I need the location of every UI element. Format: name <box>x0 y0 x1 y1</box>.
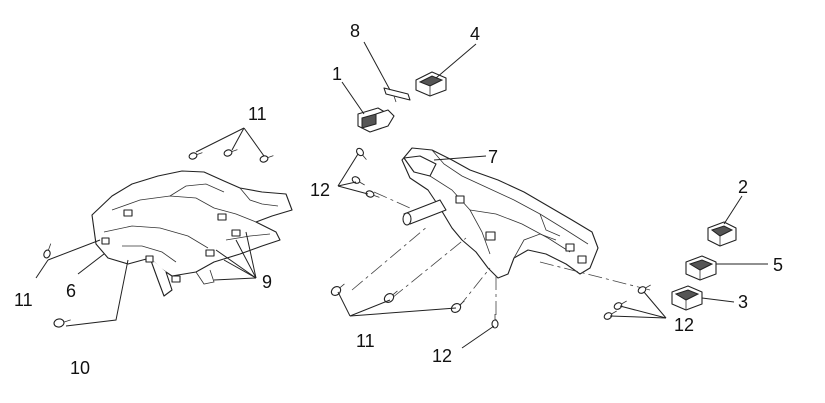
screw-11-bottom-group <box>330 283 465 313</box>
rear-handlebar-cover-part-7 <box>401 147 599 279</box>
callout-1: 1 <box>332 64 342 84</box>
screw-12-left-group <box>351 147 380 198</box>
handlebar-tube <box>402 199 447 226</box>
callout-10: 10 <box>70 358 90 378</box>
switch-part-2 <box>707 221 737 247</box>
switch-part-5 <box>685 255 717 281</box>
callout-12-right: 12 <box>674 315 694 335</box>
screw-12-bottom <box>491 314 499 329</box>
callout-4: 4 <box>470 24 480 44</box>
callout-5: 5 <box>773 255 783 275</box>
callout-12-left: 12 <box>310 180 330 200</box>
leader-lines-left <box>35 127 265 327</box>
callout-9: 9 <box>262 272 272 292</box>
screw-12-right-group <box>603 284 651 320</box>
callout-11-bottom: 11 <box>356 331 375 351</box>
callout-2: 2 <box>738 177 748 197</box>
wire-clip-part-8 <box>383 87 411 103</box>
switch-part-1 <box>357 107 395 133</box>
switch-part-4 <box>415 71 447 97</box>
leader-lines-right <box>337 41 768 349</box>
callout-6: 6 <box>66 281 76 301</box>
callout-11-top: 11 <box>248 104 267 124</box>
callout-12-bottom: 12 <box>432 346 452 366</box>
callout-8: 8 <box>350 21 360 41</box>
screw-10 <box>53 318 71 328</box>
front-handlebar-cover-part-6 <box>91 170 293 297</box>
callout-7: 7 <box>488 147 498 167</box>
callout-3: 3 <box>738 292 748 312</box>
callout-11-left: 11 <box>14 290 33 310</box>
screw-11-top-group <box>188 149 274 163</box>
switch-part-3 <box>671 285 703 311</box>
screw-11-left <box>43 243 52 259</box>
